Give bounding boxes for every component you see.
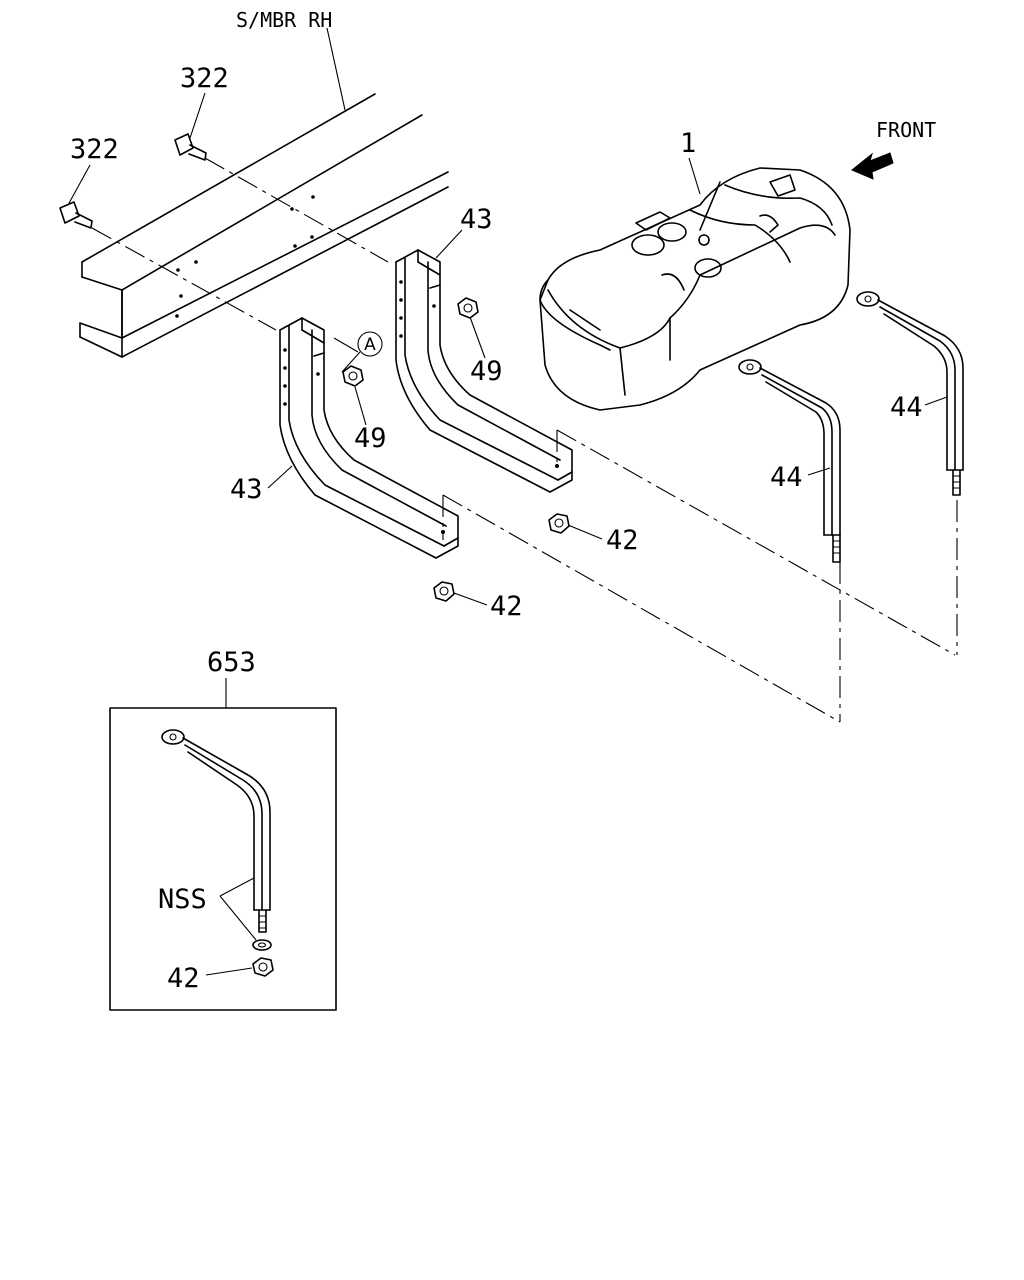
bolt-322-upper-label: 322 — [180, 63, 229, 94]
frame-member-label: S/MBR RH — [236, 8, 332, 32]
kit-nss-label: NSS — [158, 884, 207, 915]
tank-label: 1 — [680, 128, 696, 159]
fuel-tank — [539, 167, 851, 411]
bracket-43-front — [395, 249, 573, 493]
bracket-43-rear — [279, 317, 459, 559]
tank-band-44-left — [738, 359, 841, 563]
front-label: FRONT — [876, 118, 936, 142]
nut-49-rear-label: 49 — [354, 423, 387, 454]
front-arrow-icon — [851, 152, 894, 180]
nut-42-rear — [433, 581, 455, 602]
reference-a-label: A — [364, 335, 376, 355]
nut-42-front-label: 42 — [606, 525, 639, 556]
bolt-322-lower-label: 322 — [70, 134, 119, 165]
bolt-322-upper — [174, 133, 207, 161]
kit-nut-42-label: 42 — [167, 963, 200, 994]
frame-side-member — [79, 93, 449, 358]
nut-49-front — [457, 297, 479, 319]
nut-49-front-label: 49 — [470, 356, 503, 387]
bolt-322-lower — [59, 201, 93, 229]
reference-a-callout: A — [357, 331, 383, 357]
kit-653-label: 653 — [207, 647, 256, 678]
bracket-43-rear-label: 43 — [230, 474, 263, 505]
tank-band-44-right — [856, 291, 964, 496]
band-44-left-label: 44 — [770, 462, 803, 493]
band-44-right-label: 44 — [890, 392, 923, 423]
nut-49-rear — [342, 365, 364, 387]
kit-653-box — [109, 707, 337, 1011]
bracket-43-front-label: 43 — [460, 204, 493, 235]
nut-42-rear-label: 42 — [490, 591, 523, 622]
leader-lines — [67, 27, 948, 976]
alignment-lines — [91, 157, 958, 723]
nut-42-front — [548, 513, 570, 534]
